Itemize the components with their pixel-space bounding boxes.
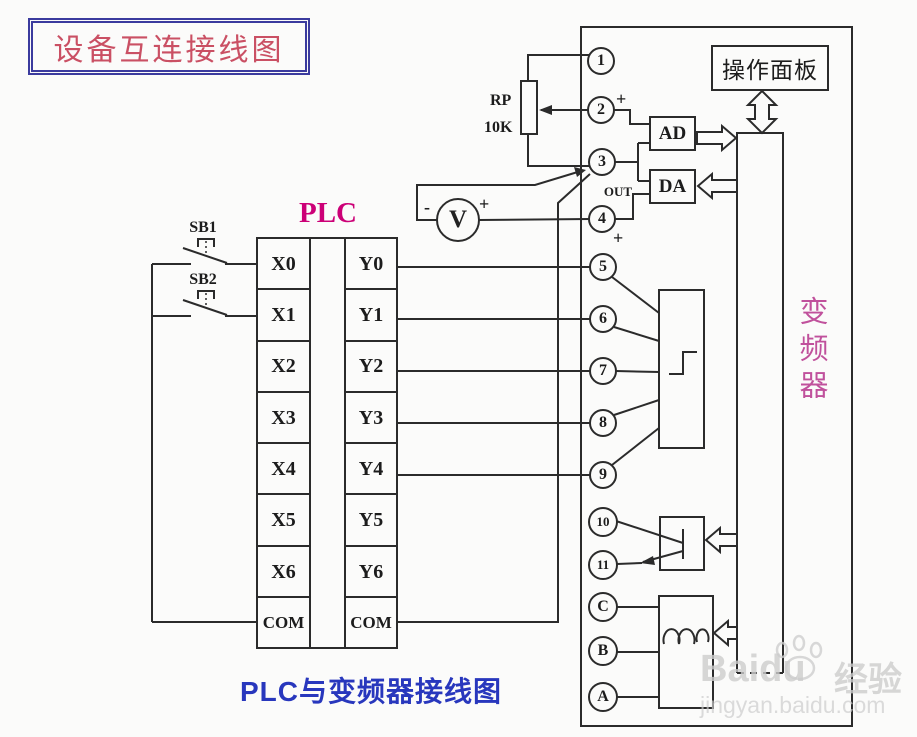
voltmeter-plus: + [479,194,490,214]
digital-input-block [611,276,705,466]
rp-value: 10K [484,119,513,136]
voltmeter-minus: - [424,197,430,217]
terminal-10: 10 [596,514,610,529]
terminal-6: 6 [599,310,607,327]
terminal-3: 3 [598,153,606,170]
rp-label: RP [490,92,512,109]
terminal-11: 11 [596,557,610,572]
plc-table [256,237,398,649]
page-title: 设备互连接线图 [28,18,310,75]
terminal-circles [587,47,618,712]
terminal-5: 5 [599,258,607,275]
plc-cell-y3: Y3 [358,407,384,429]
terminal-c: C [597,598,609,615]
voltmeter [416,167,591,242]
plc-cell-x5: X5 [271,509,296,531]
terminal-8: 8 [599,414,607,431]
plc-cell-x1: X1 [271,304,296,326]
terminal-2: 2 [597,101,605,118]
switch-label-sb1: SB1 [189,219,217,236]
output-wiring [397,173,591,623]
plc-cell-y4: Y4 [358,458,384,480]
plc-cell-x3: X3 [271,407,296,429]
transistor-output-block [615,516,738,571]
plc-cell-x4: X4 [271,458,296,480]
plc-label: PLC [299,197,357,229]
converter-box [580,26,853,727]
terminal-4: 4 [598,210,606,227]
diagram-caption: PLC与变频器接线图 [239,676,502,707]
plc-cell-x2: X2 [271,355,296,377]
plc-cell-y2: Y2 [358,355,384,377]
operation-panel-label: 操作面板 [722,57,818,83]
ad-label: AD [658,122,687,144]
switch-label-sb2: SB2 [189,271,217,288]
converter-label: 变频器 [795,296,827,407]
terminal-b: B [597,642,609,659]
plc-cell-com-right: COM [350,613,392,632]
plus-terminal2: + [616,89,627,109]
baidu-paw-icon [775,634,823,681]
plc-cell-com-left: COM [262,613,305,632]
watermark-url: jingyan.baidu.com [700,692,886,718]
plc-cell-x6: X6 [271,561,296,583]
plc-cell-y6: Y6 [358,561,384,583]
plc-cell-y1: Y1 [358,304,384,326]
relay-coil [662,628,710,645]
terminal-1: 1 [597,52,605,69]
relay-output-block [617,595,738,709]
input-wiring [151,238,257,623]
watermark-brand: Baidu [700,648,806,690]
da-label: DA [658,175,687,197]
plc-cell-x0: X0 [271,253,296,275]
voltmeter-label: V [448,206,468,233]
terminal-7: 7 [599,362,607,379]
plc-cell-y0: Y0 [358,253,384,275]
terminal-a: A [597,688,609,705]
plc-cell-y5: Y5 [358,509,384,531]
terminal-9: 9 [599,466,607,483]
step-symbol [669,351,697,375]
watermark-suffix: 经验 [834,661,902,699]
out-label: OUT [603,184,633,199]
panel-and-converters [614,45,829,674]
plus-terminal4: + [613,228,624,248]
potentiometer [520,54,591,167]
